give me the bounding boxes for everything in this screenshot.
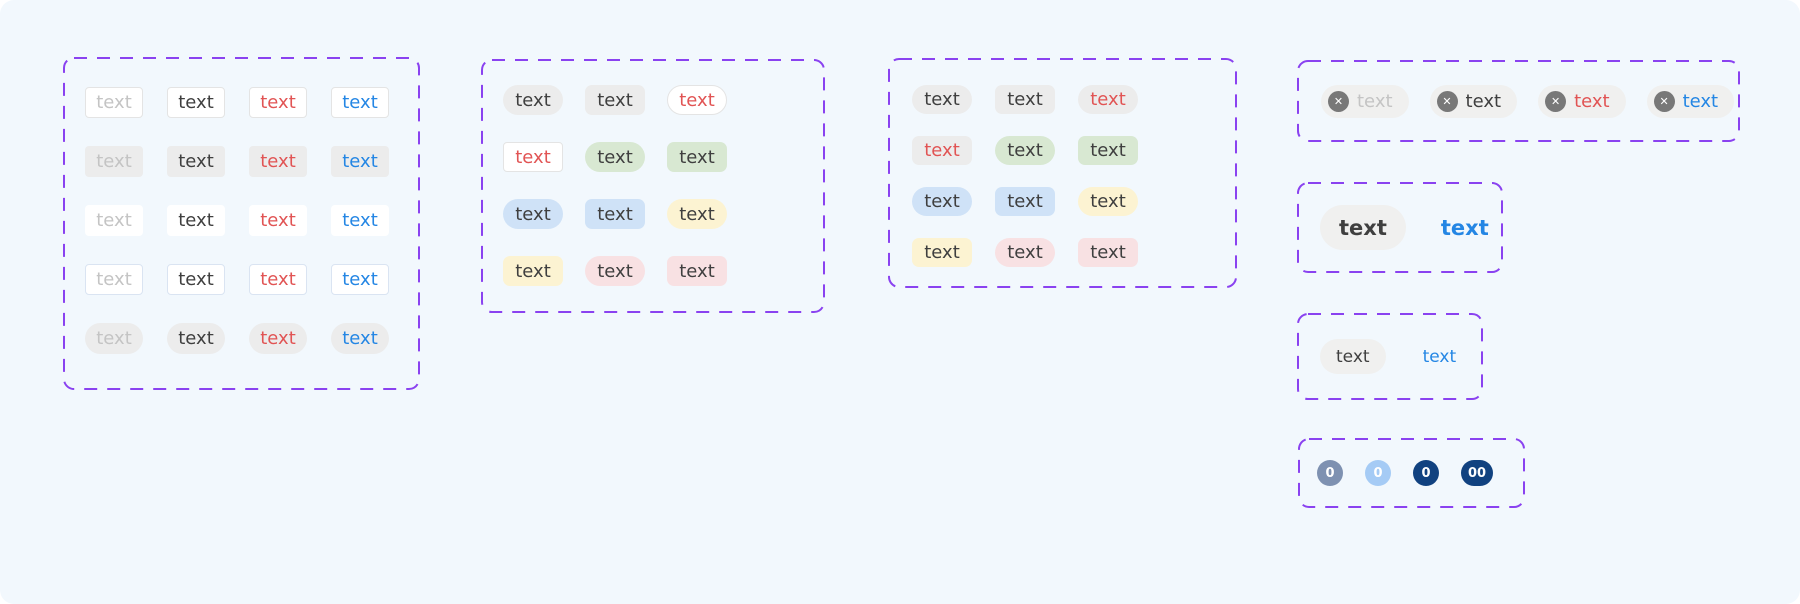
tag-pill-gray-dark[interactable]: text <box>503 85 563 115</box>
closable-tag-blue[interactable]: ✕ text <box>1646 84 1735 118</box>
text-tag-blue[interactable]: text <box>1440 215 1489 240</box>
pill-tag-dark[interactable]: text <box>1320 205 1406 250</box>
tag-label: text <box>1574 90 1610 112</box>
panel-large-bold-tags: text text <box>1297 182 1503 273</box>
tag-label: text <box>1465 90 1502 112</box>
tag-pill-muted[interactable]: text <box>85 323 143 354</box>
panel-medium-tags: text text <box>1297 313 1483 400</box>
tag-square-white-red[interactable]: text <box>503 142 563 172</box>
tag-pill-pink-dark[interactable]: text <box>585 256 645 286</box>
tag-pill-pink-dark[interactable]: text <box>995 238 1055 267</box>
tag-pill-green-dark[interactable]: text <box>585 142 645 172</box>
tag-outlined-accent-blue[interactable]: text <box>331 264 389 295</box>
tag-pill-blue[interactable]: text <box>331 323 389 354</box>
tag-plain-blue[interactable]: text <box>331 205 389 236</box>
text-tag-blue[interactable]: text <box>1422 346 1457 367</box>
counter-badge-lightblue[interactable]: 0 <box>1365 460 1391 486</box>
tag-pill-white-red[interactable]: text <box>667 85 727 115</box>
tag-pill-dark[interactable]: text <box>167 323 225 354</box>
tag-round-blue-dark[interactable]: text <box>585 199 645 229</box>
tag-pill-yellow-dark[interactable]: text <box>1078 187 1138 216</box>
tag-filled-blue[interactable]: text <box>331 146 389 177</box>
tag-round-pink-dark[interactable]: text <box>667 256 727 286</box>
tag-round-pink-dark[interactable]: text <box>1078 238 1138 267</box>
counter-badge-slate[interactable]: 0 <box>1317 460 1343 486</box>
tag-outlined-accent-muted[interactable]: text <box>85 264 143 295</box>
tag-round-blue-dark[interactable]: text <box>995 187 1055 216</box>
tag-pill-green-dark[interactable]: text <box>995 136 1055 165</box>
tag-round-yellow-dark[interactable]: text <box>503 256 563 286</box>
panel-basic-tag-variants: text text text text text text text text text text… <box>63 57 420 390</box>
counter-badge-navy[interactable]: 0 <box>1413 460 1439 486</box>
close-circle-icon[interactable]: ✕ <box>1436 90 1458 112</box>
tag-round-gray-dark[interactable]: text <box>585 85 645 115</box>
tag-filled-dark[interactable]: text <box>167 146 225 177</box>
tag-pill-red[interactable]: text <box>249 323 307 354</box>
panel-closable-tags: ✕ text ✕ text ✕ text ✕ text <box>1297 60 1740 142</box>
close-circle-icon[interactable]: ✕ <box>1328 90 1349 112</box>
tag-pill-yellow-dark[interactable]: text <box>667 199 727 229</box>
tag-filled-muted[interactable]: text <box>85 146 143 177</box>
tag-round-green-dark[interactable]: text <box>1078 136 1138 165</box>
pill-tag-dark[interactable]: text <box>1320 339 1386 374</box>
tag-outlined-blue[interactable]: text <box>331 87 389 118</box>
tag-pill-gray-red[interactable]: text <box>1078 85 1138 114</box>
tag-label: text <box>1357 90 1393 112</box>
tag-pill-blue-dark[interactable]: text <box>912 187 972 216</box>
closable-tag-dark[interactable]: ✕ text <box>1429 84 1518 118</box>
tag-label: text <box>1682 90 1719 112</box>
counter-badge-navy-pill[interactable]: 00 <box>1461 460 1494 486</box>
panel-colored-tags-plain: text text text text text text text text text text… <box>888 58 1237 288</box>
tag-outlined-red[interactable]: text <box>249 87 307 118</box>
tag-round-yellow-dark[interactable]: text <box>912 238 972 267</box>
tag-round-gray-red[interactable]: text <box>912 136 972 165</box>
closable-tag-muted[interactable]: ✕ text <box>1321 84 1409 118</box>
tag-outlined-accent-red[interactable]: text <box>249 264 307 295</box>
close-circle-icon[interactable]: ✕ <box>1653 90 1675 112</box>
tag-pill-gray-dark[interactable]: text <box>912 85 972 114</box>
tag-outlined-accent-dark[interactable]: text <box>167 264 225 295</box>
tag-outlined-dark[interactable]: text <box>167 87 225 118</box>
close-circle-icon[interactable]: ✕ <box>1545 90 1567 112</box>
panel-colored-tags-with-border-variants: text text text text text text text text text text… <box>481 59 825 313</box>
tag-pill-blue-dark[interactable]: text <box>503 199 563 229</box>
tag-plain-muted[interactable]: text <box>85 205 143 236</box>
tag-plain-dark[interactable]: text <box>167 205 225 236</box>
tag-filled-red[interactable]: text <box>249 146 307 177</box>
closable-tag-red[interactable]: ✕ text <box>1538 84 1626 118</box>
tag-outlined-muted[interactable]: text <box>85 87 143 118</box>
tag-plain-red[interactable]: text <box>249 205 307 236</box>
tag-round-gray-dark[interactable]: text <box>995 85 1055 114</box>
tag-round-green-dark[interactable]: text <box>667 142 727 172</box>
